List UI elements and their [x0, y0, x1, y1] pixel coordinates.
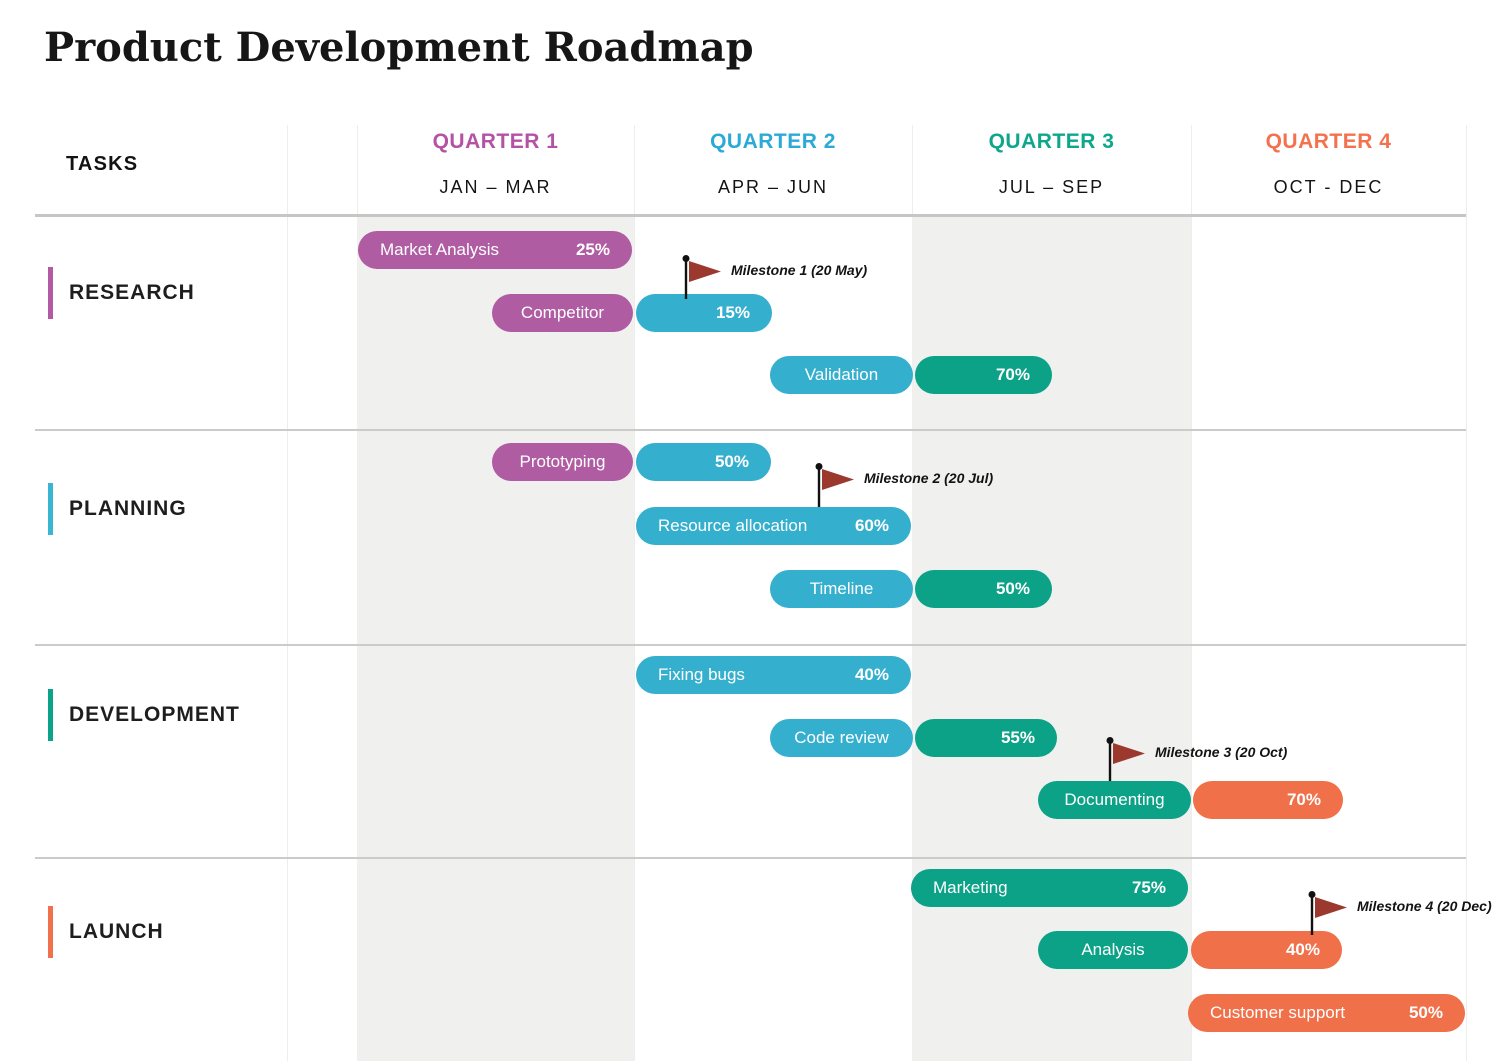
column-gridline: [634, 125, 635, 1061]
task-label: Code review: [794, 728, 889, 748]
column-gridline: [1191, 125, 1192, 1061]
task-progress: 50%: [715, 452, 749, 472]
task-label: Competitor: [521, 303, 604, 323]
task-label: Market Analysis: [380, 240, 499, 260]
task-label: Resource allocation: [658, 516, 807, 536]
task-bar-segment[interactable]: Code review: [770, 719, 913, 757]
row-divider: [35, 644, 1466, 646]
task-progress: 15%: [716, 303, 750, 323]
milestone-marker[interactable]: Milestone 3 (20 Oct): [1105, 736, 1405, 784]
task-progress: 50%: [996, 579, 1030, 599]
milestone-marker[interactable]: Milestone 1 (20 May): [681, 254, 981, 302]
milestone-flag-icon: [1307, 890, 1349, 938]
quarter-1-header: QUARTER 1 JAN – MAR: [357, 130, 634, 216]
section-row-label-research: RESEARCH: [48, 267, 195, 319]
task-label: Validation: [805, 365, 878, 385]
page-title: Product Development Roadmap: [44, 24, 754, 71]
section-row-label-launch: LAUNCH: [48, 906, 164, 958]
task-bar-segment[interactable]: Validation: [770, 356, 913, 394]
task-bar-segment[interactable]: Competitor: [492, 294, 633, 332]
quarter-3-header: QUARTER 3 JUL – SEP: [912, 130, 1191, 216]
task-progress: 40%: [855, 665, 889, 685]
task-label: Analysis: [1081, 940, 1144, 960]
quarter-1-label: QUARTER 1: [357, 130, 634, 154]
task-bar-segment[interactable]: 55%: [915, 719, 1057, 757]
task-bar-segment[interactable]: Fixing bugs 40%: [636, 656, 911, 694]
section-name: RESEARCH: [69, 281, 195, 305]
task-bar-segment[interactable]: 50%: [915, 570, 1052, 608]
task-progress: 25%: [576, 240, 610, 260]
quarter-4-label: QUARTER 4: [1191, 130, 1466, 154]
task-label: Prototyping: [520, 452, 606, 472]
section-name: LAUNCH: [69, 920, 164, 944]
task-label: Customer support: [1210, 1003, 1345, 1023]
task-bar-segment[interactable]: 70%: [915, 356, 1052, 394]
quarter-3-months: JUL – SEP: [912, 177, 1191, 198]
section-name: DEVELOPMENT: [69, 703, 240, 727]
task-bar-segment[interactable]: Marketing 75%: [911, 869, 1188, 907]
quarter-2-label: QUARTER 2: [634, 130, 912, 154]
task-label: Documenting: [1064, 790, 1164, 810]
section-name: PLANNING: [69, 497, 187, 521]
task-progress: 55%: [1001, 728, 1035, 748]
task-bar-segment[interactable]: 50%: [636, 443, 771, 481]
section-row-label-planning: PLANNING: [48, 483, 187, 535]
quarter-4-months: OCT - DEC: [1191, 177, 1466, 198]
section-color-tick: [48, 483, 53, 535]
milestone-label: Milestone 1 (20 May): [731, 262, 867, 278]
quarter-3-label: QUARTER 3: [912, 130, 1191, 154]
task-progress: 70%: [996, 365, 1030, 385]
task-bar-segment[interactable]: Resource allocation 60%: [636, 507, 911, 545]
milestone-flag-icon: [1105, 736, 1147, 784]
task-label: Timeline: [810, 579, 874, 599]
task-bar-segment[interactable]: Documenting: [1038, 781, 1191, 819]
milestone-label: Milestone 3 (20 Oct): [1155, 744, 1287, 760]
section-color-tick: [48, 689, 53, 741]
q1-shaded-column: [357, 217, 634, 1061]
milestone-flag-icon: [681, 254, 723, 302]
task-progress: 50%: [1409, 1003, 1443, 1023]
column-gridline: [287, 125, 288, 1061]
quarter-2-header: QUARTER 2 APR – JUN: [634, 130, 912, 216]
task-label: Fixing bugs: [658, 665, 745, 685]
quarter-1-months: JAN – MAR: [357, 177, 634, 198]
task-bar-segment[interactable]: Customer support 50%: [1188, 994, 1465, 1032]
milestone-label: Milestone 2 (20 Jul): [864, 470, 993, 486]
task-label: Marketing: [933, 878, 1008, 898]
milestone-marker[interactable]: Milestone 4 (20 Dec): [1307, 890, 1500, 938]
section-color-tick: [48, 906, 53, 958]
quarter-4-header: QUARTER 4 OCT - DEC: [1191, 130, 1466, 216]
row-divider: [35, 429, 1466, 431]
task-progress: 70%: [1287, 790, 1321, 810]
tasks-column-header: TASKS: [66, 153, 138, 176]
milestone-flag-icon: [814, 462, 856, 510]
task-bar-segment[interactable]: Timeline: [770, 570, 913, 608]
section-row-label-development: DEVELOPMENT: [48, 689, 240, 741]
task-progress: 60%: [855, 516, 889, 536]
task-bar-segment[interactable]: 70%: [1193, 781, 1343, 819]
task-progress: 40%: [1286, 940, 1320, 960]
task-bar-segment[interactable]: Market Analysis 25%: [358, 231, 632, 269]
section-color-tick: [48, 267, 53, 319]
row-divider: [35, 857, 1466, 859]
milestone-label: Milestone 4 (20 Dec): [1357, 898, 1492, 914]
task-bar-segment[interactable]: Prototyping: [492, 443, 633, 481]
task-progress: 75%: [1132, 878, 1166, 898]
quarter-2-months: APR – JUN: [634, 177, 912, 198]
milestone-marker[interactable]: Milestone 2 (20 Jul): [814, 462, 1114, 510]
task-bar-segment[interactable]: Analysis: [1038, 931, 1188, 969]
